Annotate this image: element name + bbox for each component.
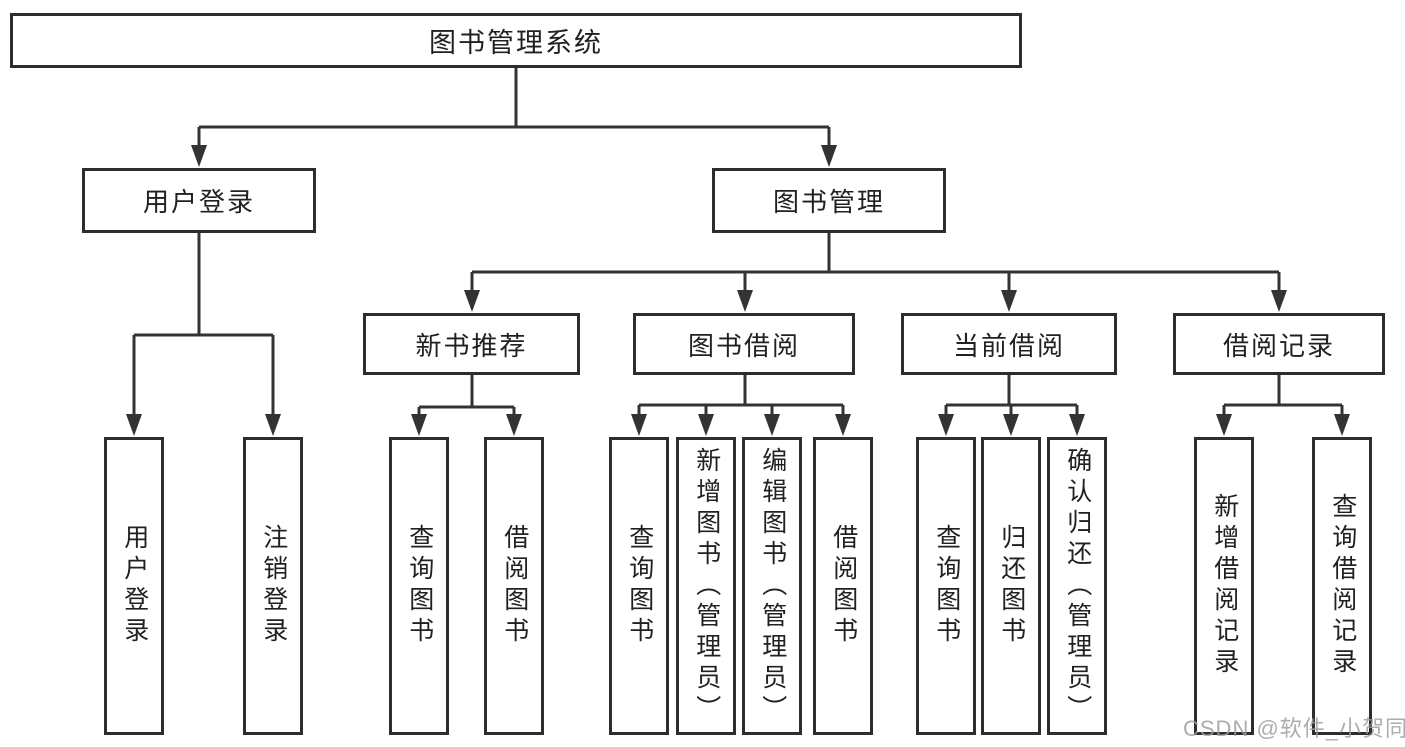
node-label: 查询图书	[405, 524, 434, 648]
node-label: 注销登录	[259, 524, 288, 648]
node-label: 图书管理系统	[429, 28, 603, 58]
node-label: 借阅记录	[1222, 330, 1335, 361]
leaf-add-borrow-record: 新增借阅记录	[1194, 437, 1254, 735]
leaf-user-login: 用户登录	[104, 437, 164, 735]
node-user-login: 用户登录	[82, 168, 316, 233]
node-label: 图书借阅	[687, 330, 800, 361]
leaf-query-borrow-record: 查询借阅记录	[1312, 437, 1372, 735]
node-label: 查询借阅记录	[1328, 493, 1357, 679]
node-label: 用户登录	[142, 187, 255, 217]
leaf-logout: 注销登录	[243, 437, 303, 735]
node-current-borrowing: 当前借阅	[901, 313, 1117, 375]
node-label: 新增图书（管理员）	[692, 446, 721, 726]
leaf-query-books-recommend: 查询图书	[389, 437, 449, 735]
node-label: 归还图书	[997, 524, 1026, 648]
node-label: 新增借阅记录	[1210, 493, 1239, 679]
node-borrowing-records: 借阅记录	[1173, 313, 1385, 375]
node-label: 新书推荐	[415, 330, 528, 361]
node-label: 编辑图书（管理员）	[758, 446, 787, 726]
node-new-book-recommendation: 新书推荐	[363, 313, 580, 375]
node-label: 查询图书	[932, 524, 961, 648]
csdn-watermark: CSDN @软件_小贺同学	[1183, 716, 1405, 741]
leaf-return-books: 归还图书	[981, 437, 1041, 735]
leaf-query-books-current: 查询图书	[916, 437, 976, 735]
leaf-confirm-return-admin: 确认归还（管理员）	[1047, 437, 1107, 735]
node-label: 图书管理	[772, 187, 885, 217]
node-book-management: 图书管理	[712, 168, 946, 233]
node-label: 当前借阅	[952, 330, 1065, 361]
node-book-borrowing: 图书借阅	[633, 313, 855, 375]
node-label: 借阅图书	[829, 524, 858, 648]
leaf-query-books-borrowing: 查询图书	[609, 437, 669, 735]
node-label: 用户登录	[120, 524, 149, 648]
leaf-borrow-books-borrowing: 借阅图书	[813, 437, 873, 735]
node-label: 借阅图书	[500, 524, 529, 648]
node-label: 查询图书	[625, 524, 654, 648]
node-label: 确认归还（管理员）	[1063, 446, 1092, 726]
leaf-borrow-books-recommend: 借阅图书	[484, 437, 544, 735]
leaf-edit-books-admin: 编辑图书（管理员）	[742, 437, 802, 735]
node-library-management-system: 图书管理系统	[10, 13, 1022, 68]
leaf-add-books-admin: 新增图书（管理员）	[676, 437, 736, 735]
